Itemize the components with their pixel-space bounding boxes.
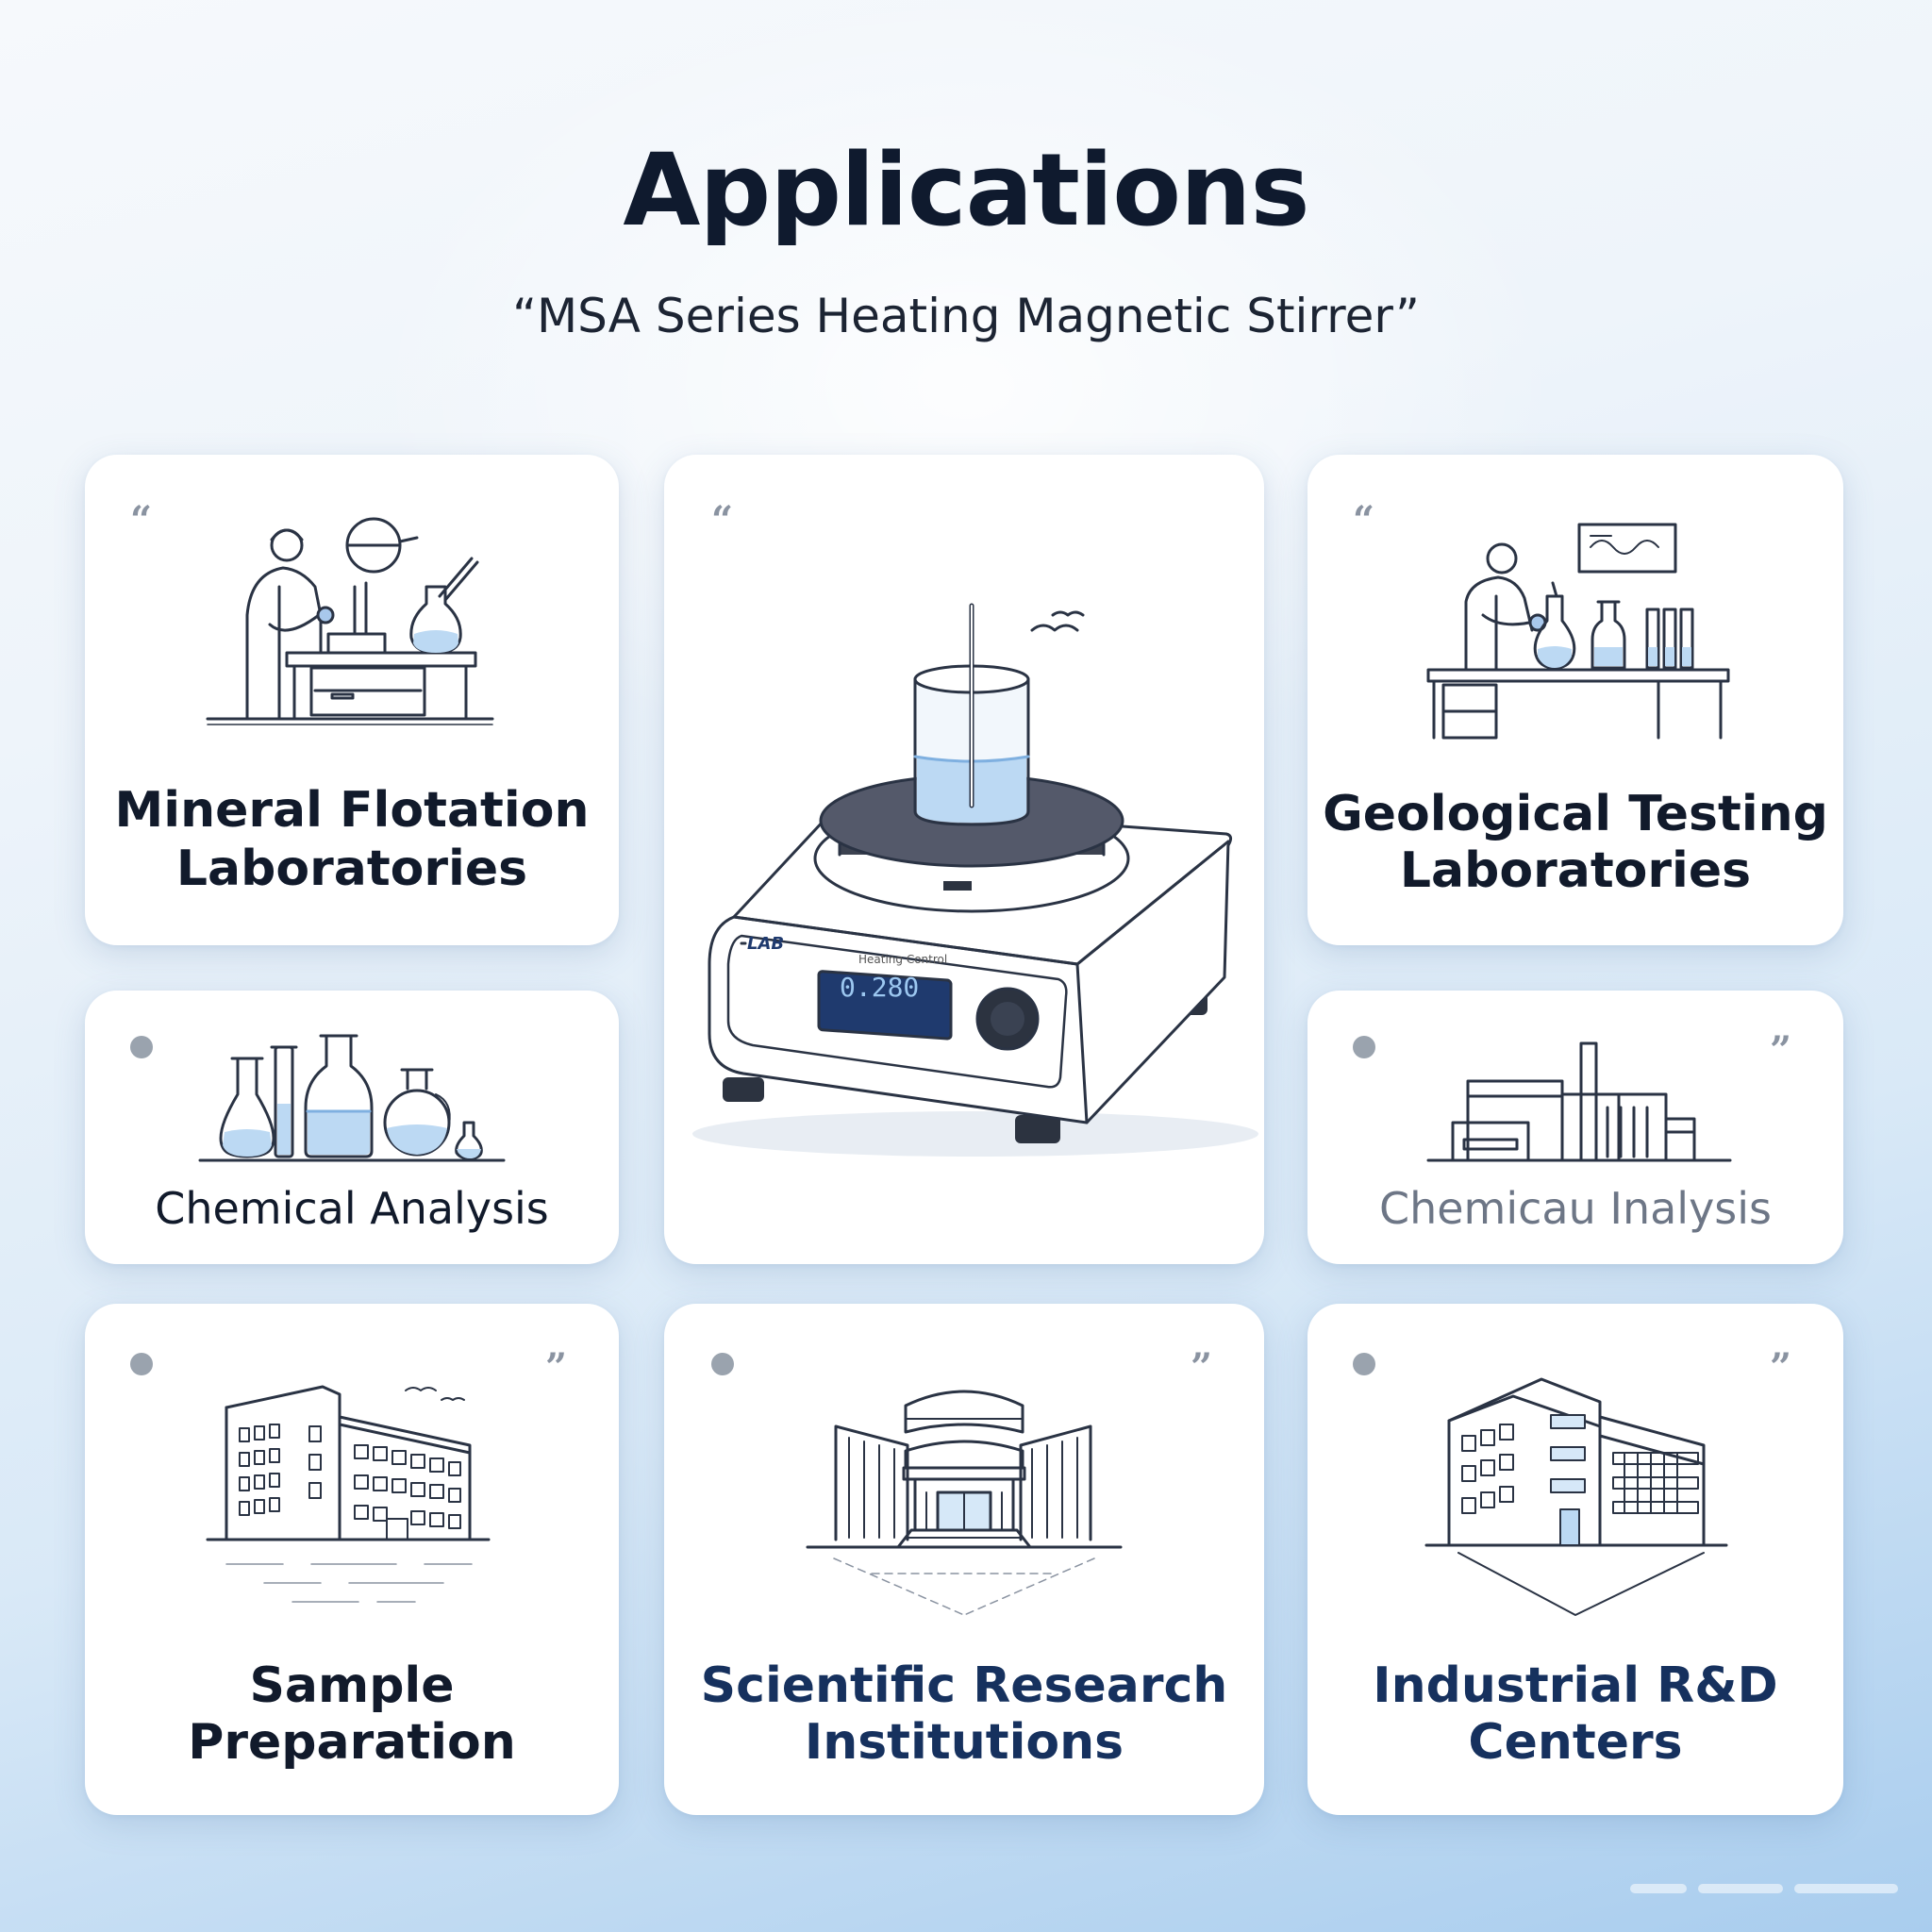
card-chemical-analysis[interactable]: Chemical Analysis bbox=[85, 991, 619, 1264]
card-label-line1: Chemicau Inalysis bbox=[1378, 1183, 1773, 1234]
card-label-line1: Mineral Flotation bbox=[114, 782, 590, 839]
office-building-icon bbox=[1424, 1377, 1728, 1616]
panel-text: Heating Control bbox=[858, 953, 948, 966]
card-scientific-research[interactable]: ” Scientific Research Institutions bbox=[664, 1304, 1264, 1815]
card-label-line2: Laboratories bbox=[1399, 842, 1752, 899]
close-quote-icon: ” bbox=[545, 1345, 568, 1390]
card-label-line1: Sample bbox=[249, 1657, 455, 1714]
brand-label: LAB bbox=[747, 934, 785, 954]
close-quote-icon: ” bbox=[1191, 1345, 1213, 1390]
card-mineral-flotation[interactable]: “ Mineral Flotation Laboratories bbox=[85, 455, 619, 945]
magnetic-stirrer-icon bbox=[692, 603, 1258, 1157]
watermark-stroke bbox=[1630, 1870, 1904, 1907]
card-sample-preparation[interactable]: ” Sample Preparation bbox=[85, 1304, 619, 1815]
bullet-dot bbox=[1353, 1036, 1375, 1058]
factory-icon bbox=[1426, 1041, 1732, 1162]
card-industrial-rnd[interactable]: ” Industrial R&D Centers bbox=[1307, 1304, 1843, 1815]
scientist-with-flasks-icon bbox=[1426, 523, 1730, 740]
card-label-line2: Laboratories bbox=[175, 841, 528, 897]
institution-building-icon bbox=[806, 1390, 1123, 1616]
open-quote-icon: “ bbox=[130, 498, 153, 542]
page-subtitle: “MSA Series Heating Magnetic Stirrer” bbox=[512, 289, 1420, 343]
open-quote-icon: “ bbox=[711, 498, 734, 542]
glassware-icon bbox=[198, 1034, 506, 1162]
open-quote-icon: “ bbox=[1353, 498, 1375, 542]
close-quote-icon: ” bbox=[1770, 1345, 1792, 1390]
card-label-line2: Institutions bbox=[804, 1714, 1124, 1771]
card-label-line1: Chemical Analysis bbox=[155, 1183, 549, 1234]
card-label-line2: Preparation bbox=[188, 1714, 516, 1771]
card-label-line1: Geological Testing bbox=[1323, 786, 1828, 842]
bullet-dot bbox=[711, 1353, 734, 1375]
bullet-dot bbox=[130, 1353, 153, 1375]
bullet-dot bbox=[130, 1036, 153, 1058]
card-geological-testing[interactable]: “ Geological Testing Laboratories bbox=[1307, 455, 1843, 945]
card-label-line2: Centers bbox=[1468, 1714, 1683, 1771]
bullet-dot bbox=[1353, 1353, 1375, 1375]
close-quote-icon: ” bbox=[1770, 1028, 1792, 1073]
card-label-line1: Industrial R&D bbox=[1373, 1657, 1778, 1714]
display-readout: 0.280 bbox=[840, 972, 920, 1003]
card-product-stirrer[interactable]: “ LAB Heating Contro bbox=[664, 455, 1264, 1264]
building-icon bbox=[206, 1385, 491, 1603]
card-chemical-analysis-industrial[interactable]: ” Chemicau Inalysis bbox=[1307, 991, 1843, 1264]
scientist-at-bench-icon bbox=[206, 517, 494, 725]
page-title: Applications bbox=[623, 132, 1309, 248]
card-label-line1: Scientific Research bbox=[700, 1657, 1228, 1714]
